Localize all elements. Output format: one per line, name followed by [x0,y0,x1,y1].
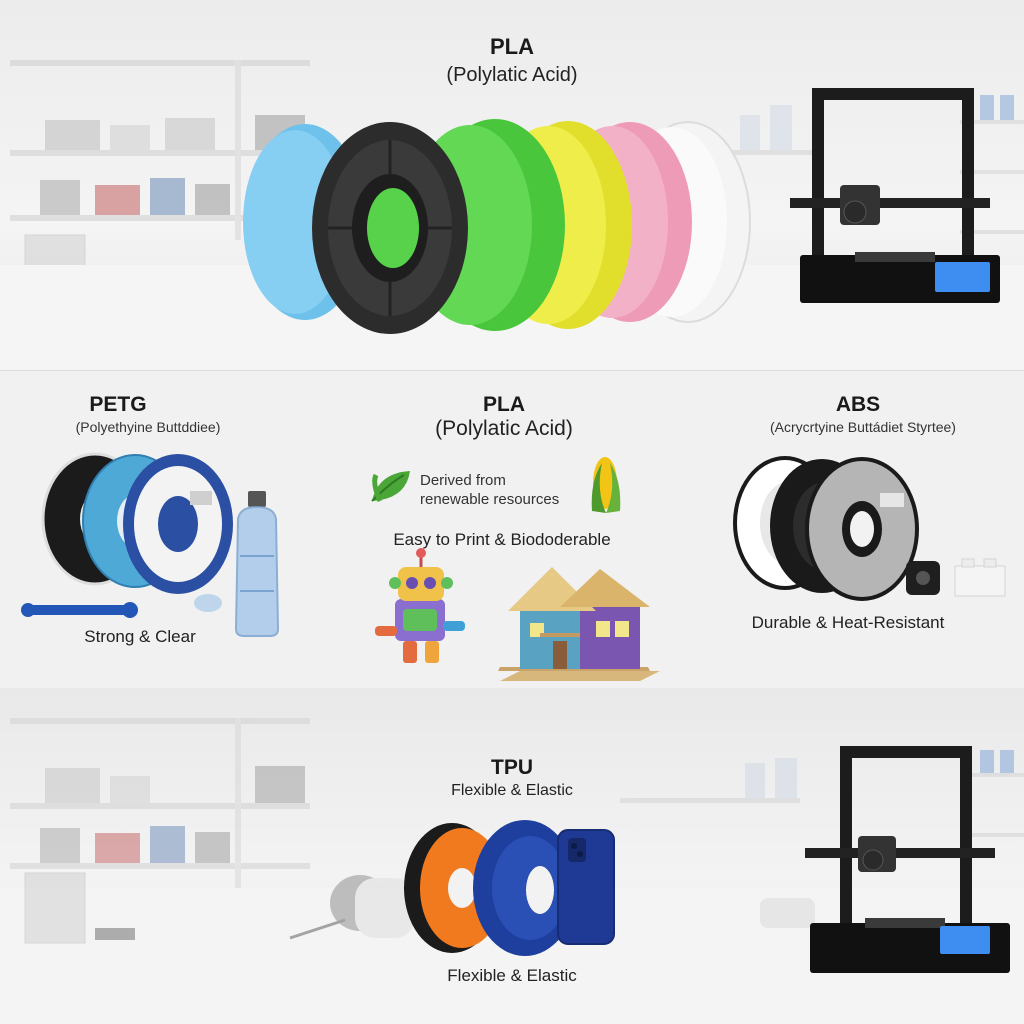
bottom-band: TPU Flexible & Elastic Flexible & Elasti… [0,688,1024,1024]
pla-spools [243,119,751,334]
phone-case-icon [557,829,615,945]
robot-figure-icon [375,548,465,663]
top-subtitle: (Polylatic Acid) [446,64,578,86]
top-band: PLA (Polylatic Acid) [0,0,1024,370]
pla-subtitle: (Polylatic Acid) [435,417,573,440]
printer-screen [940,926,990,954]
pla-title: PLA [483,393,525,416]
middle-band: PETG (Polyethyine Buttddiee) Strong & Cl… [0,370,1024,690]
corn-icon [591,457,621,513]
abs-title: ABS [835,393,881,416]
background-shelves-bottom [10,718,1024,888]
tpu-spools [404,820,577,956]
water-bottle-icon [194,491,280,637]
tpu-caption: Flexible & Elastic [447,966,577,985]
middle-scene [21,452,1006,681]
filament-spool-abs-silver [805,457,919,601]
3d-printer-icon [805,746,1010,973]
petg-subtitle: (Polyethyine Buttddiee) [75,419,221,435]
filament-spool-black [312,122,468,334]
petg-caption: Strong & Clear [84,627,196,646]
background-tool-bottom [24,872,815,944]
gear-part-icon [906,561,940,595]
tpu-subtitle: Flexible & Elastic [451,782,573,799]
3d-printer-icon [790,88,1000,303]
pla-caption: Easy to Print & Biododerable [393,530,611,549]
petg-spools [41,452,233,594]
pla-feature-text: Derived from renewable resources [420,472,560,508]
tpu-title: TPU [491,756,533,779]
abs-subtitle: (Acrycrtyine Buttádiet Styrtee) [770,419,956,435]
background-shelf-right [720,95,1024,234]
filament-spool-tpu-blue [473,820,577,956]
house-model-icon [498,567,660,681]
abs-caption: Durable & Heat-Resistant [751,613,945,632]
leaf-icon [371,471,410,503]
background-shelves [10,60,310,240]
abs-spools [733,456,919,601]
petg-title: PETG [89,393,147,416]
top-title: PLA [490,34,534,59]
lego-brick-icon [954,558,1006,597]
top-scene [0,60,1024,370]
filament-spool-petg-navy [123,454,233,594]
bottom-scene [0,718,1024,1024]
wrench-tool-icon [21,602,138,618]
printer-screen [935,262,990,292]
